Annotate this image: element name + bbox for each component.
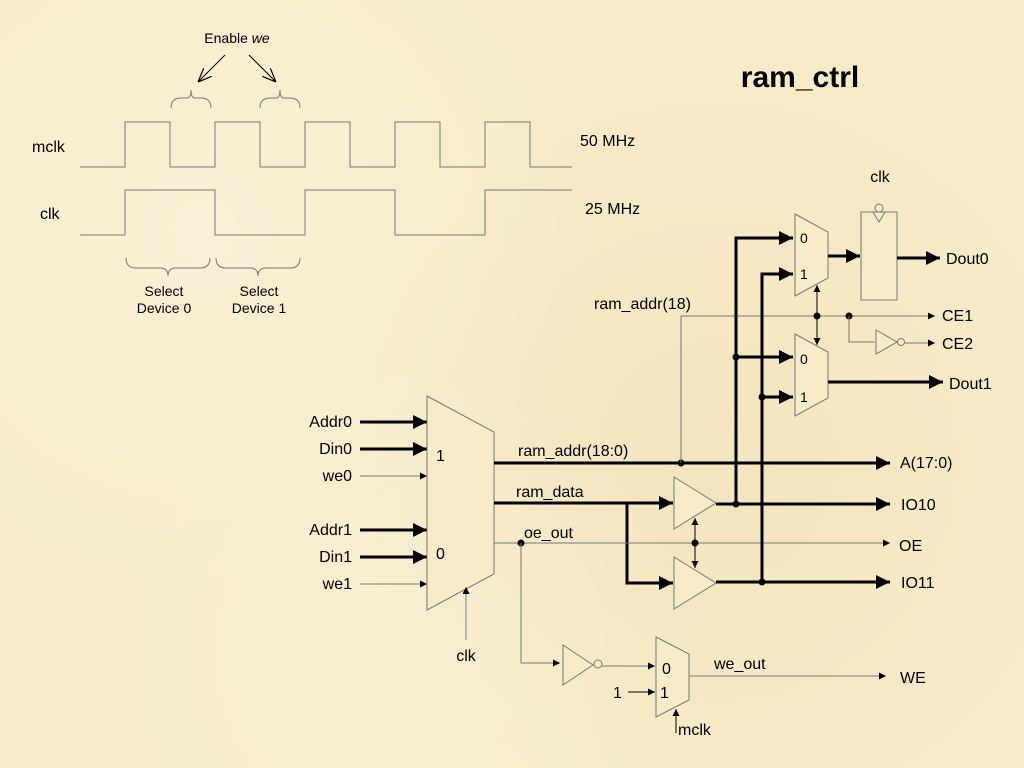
upper-mux-input-1: 1 (800, 266, 808, 282)
main-mux: 1 0 clk (426, 395, 495, 665)
ram-addr-18-label: ram_addr(18) (594, 296, 691, 313)
main-mux-clk-label: clk (456, 648, 477, 665)
addr0-label: Addr0 (309, 414, 352, 431)
flip-flop-clk-edge (872, 211, 886, 223)
we-mux-body (655, 636, 690, 718)
ram-addr-bus-label: ram_addr(18:0) (518, 443, 628, 460)
we-mux-input-1: 1 (660, 685, 669, 702)
data-path: ram_data IO10 IO11 oe_out OE (494, 476, 936, 610)
ce1-label: CE1 (942, 308, 973, 325)
write-enable-path: 0 1 1 we_out WE mclk (520, 543, 926, 739)
enable-arrow-right (248, 54, 276, 82)
brace-select-1 (215, 257, 301, 277)
clk-waveform (80, 189, 572, 236)
lower-mux-input-0: 0 (800, 351, 808, 367)
tristate-buffer-0 (673, 476, 717, 530)
ram-data-to-buf1 (625, 503, 673, 590)
flip-flop-clk-bubble (874, 203, 884, 213)
brace-enable-2 (259, 89, 301, 109)
io10-to-upper-mux (734, 231, 793, 504)
readback-buses (732, 231, 793, 586)
we-output-label: WE (900, 670, 926, 687)
timing-diagram: Enable we mclk 50 MHz clk 25 MHz Select … (32, 30, 640, 316)
we-mux-const-one: 1 (613, 685, 622, 702)
addr1-label: Addr1 (309, 522, 352, 539)
select-device-1-line1: Select (240, 283, 279, 299)
ce2-inverter (875, 329, 899, 355)
clk-frequency: 25 MHz (585, 201, 640, 218)
we-out-label: we_out (713, 656, 766, 673)
din0-label: Din0 (319, 441, 352, 458)
we0-label: we0 (322, 468, 352, 485)
upper-mux-input-0: 0 (800, 230, 808, 246)
flip-flop-clk-label: clk (870, 169, 891, 186)
enable-arrow-left (198, 54, 226, 82)
chip-enable-outputs: CE1 CE2 (845, 308, 973, 355)
lower-mux-input-1: 1 (800, 389, 808, 405)
upper-mux-body (794, 213, 829, 297)
main-mux-input-0: 0 (436, 546, 445, 563)
page-title: ram_ctrl (741, 61, 859, 94)
main-mux-body (426, 395, 495, 611)
flip-flop-body (860, 211, 898, 301)
main-mux-input-1: 1 (436, 448, 445, 465)
dout0-label: Dout0 (946, 251, 989, 268)
select-device-0-line2: Device 0 (137, 300, 192, 316)
oe-to-we-inverter (520, 543, 560, 667)
select-device-0-line1: Select (145, 283, 184, 299)
mclk-waveform (80, 121, 572, 168)
upper-output-stage: 0 1 clk Dout0 (794, 169, 989, 301)
ce2-inverter-bubble (897, 338, 905, 346)
ce2-branch (848, 316, 875, 343)
io10-label: IO10 (901, 497, 936, 514)
address-bus: ram_addr(18:0) ram_addr(18) A(17:0) (494, 296, 952, 472)
select-device-1-line2: Device 1 (232, 300, 287, 316)
dout1-label: Dout1 (949, 376, 992, 393)
we1-label: we1 (322, 576, 352, 593)
mclk-frequency: 50 MHz (580, 133, 635, 150)
clk-label: clk (40, 206, 61, 223)
enable-we-label: Enable we (204, 30, 270, 46)
oe-out-label: oe_out (524, 525, 573, 542)
mclk-label: mclk (32, 139, 66, 156)
input-signals: Addr0 Din0 we0 Addr1 Din1 we1 (309, 414, 427, 593)
io11-to-upper-mux (760, 267, 793, 582)
we-mux-mclk-label: mclk (678, 722, 712, 739)
lower-mux-body (794, 333, 829, 417)
din1-label: Din1 (319, 549, 352, 566)
we-inverter (562, 644, 594, 686)
a-output-label: A(17:0) (900, 455, 952, 472)
we-inverter-bubble (593, 659, 603, 669)
brace-select-0 (125, 257, 211, 277)
lower-output-stage: 0 1 Dout1 (794, 285, 992, 417)
ce2-label: CE2 (942, 336, 973, 353)
tristate-buffer-1 (673, 556, 717, 610)
ram-data-label: ram_data (516, 484, 584, 501)
oe-output-label: OE (899, 538, 922, 555)
io11-label: IO11 (901, 575, 935, 592)
we-mux-input-0: 0 (662, 661, 671, 678)
brace-enable-1 (170, 89, 212, 109)
